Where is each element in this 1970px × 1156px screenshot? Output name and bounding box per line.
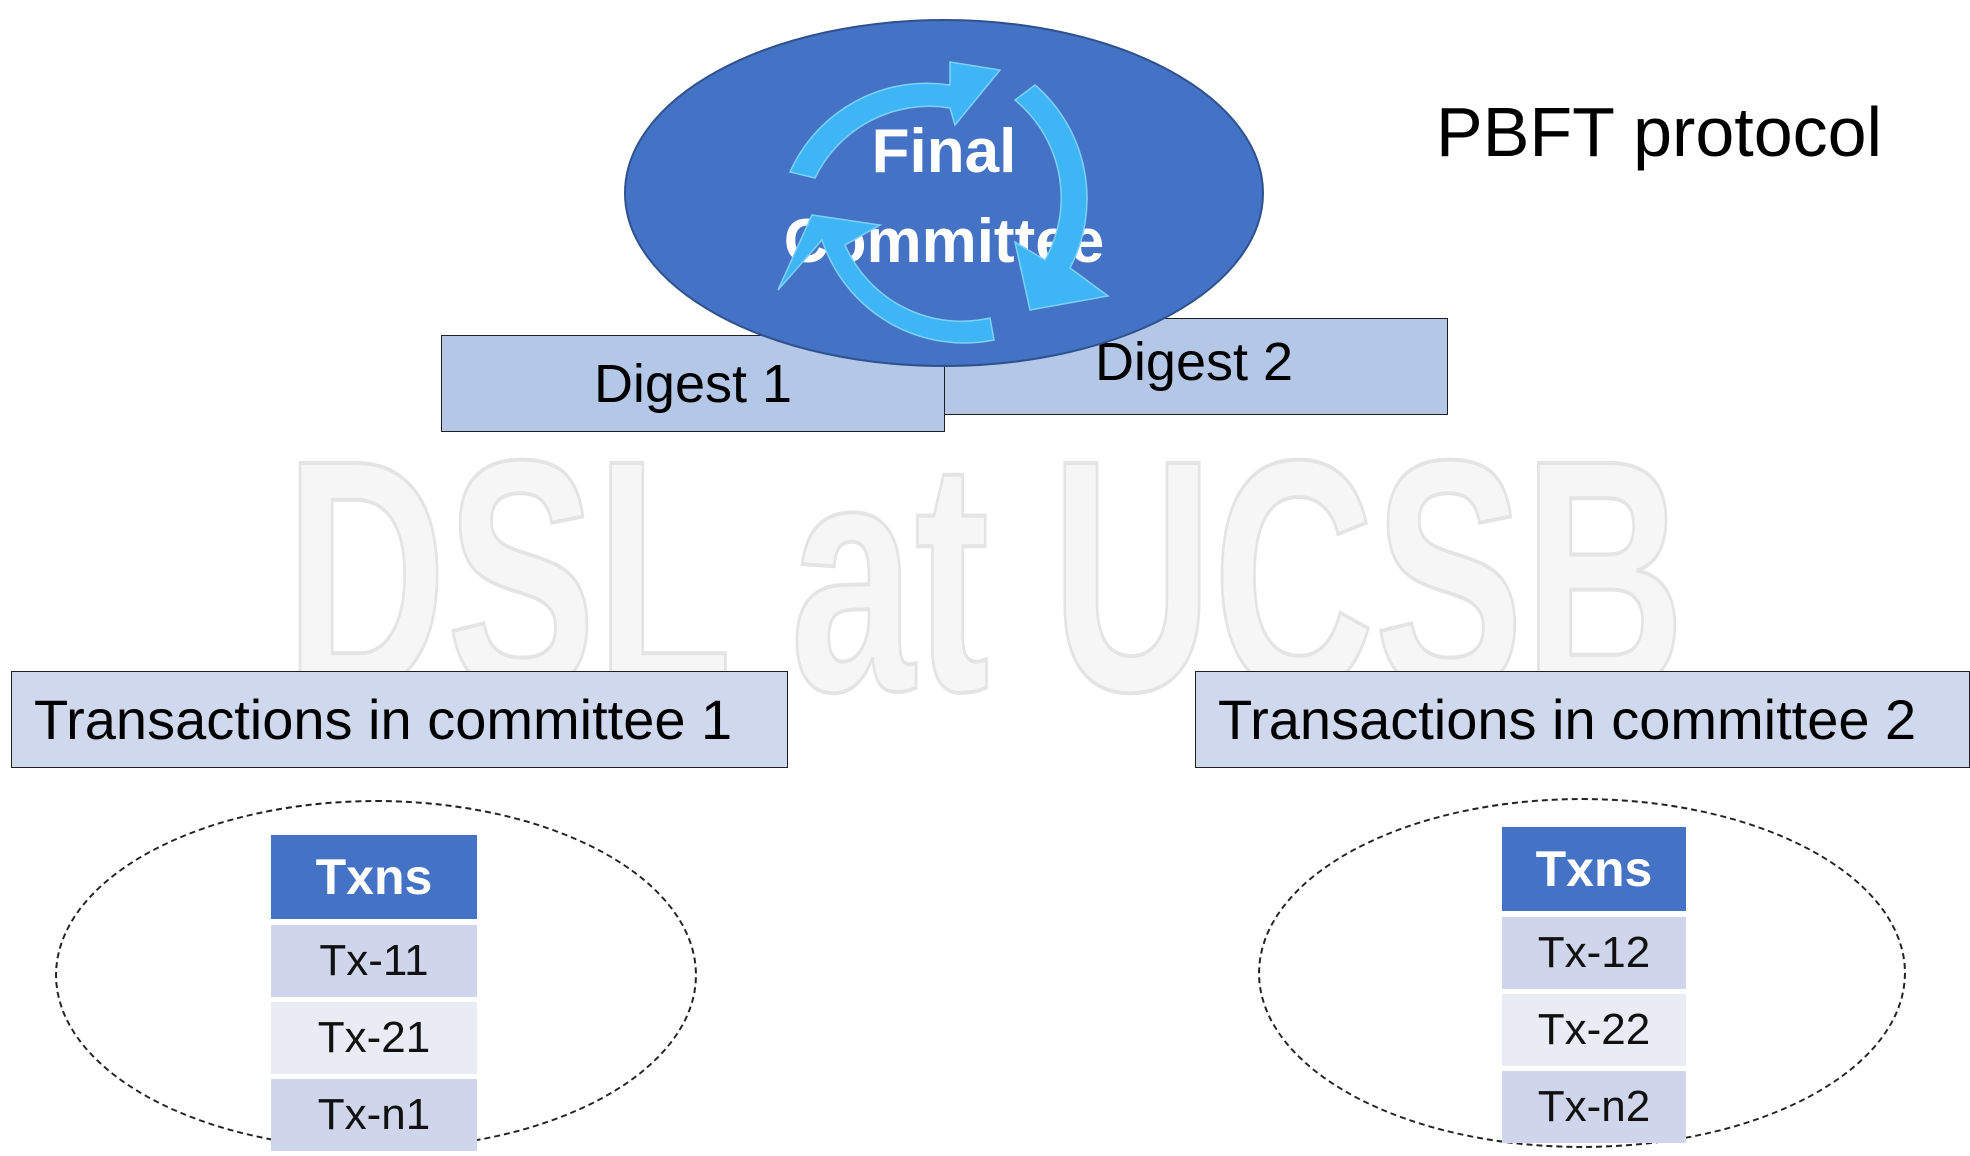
committee-1-table: Txns Tx-11 Tx-21 Tx-n1 xyxy=(271,835,477,1156)
committee-1-heading-box: Transactions in committee 1 xyxy=(11,671,788,768)
committee-2-heading: Transactions in committee 2 xyxy=(1218,688,1917,751)
table-row: Tx-22 xyxy=(1502,994,1686,1066)
table-row: Tx-12 xyxy=(1502,917,1686,989)
table-header: Txns xyxy=(1502,827,1686,911)
final-committee-ellipse xyxy=(624,19,1264,367)
table-row: Tx-11 xyxy=(271,925,477,997)
digest-1-label: Digest 1 xyxy=(593,353,793,414)
digest-1-box: Digest 1 xyxy=(441,335,945,432)
table-row: Tx-21 xyxy=(271,1002,477,1074)
committee-2-heading-box: Transactions in committee 2 xyxy=(1195,671,1970,768)
table-header: Txns xyxy=(271,835,477,919)
committee-1-heading: Transactions in committee 1 xyxy=(34,688,733,751)
cycle-arrows-icon xyxy=(777,61,1110,344)
final-committee-line1: Final xyxy=(872,117,1017,186)
protocol-label: PBFT protocol xyxy=(1436,93,1883,171)
digest-2-label: Digest 2 xyxy=(1094,331,1294,392)
table-row: Tx-n2 xyxy=(1502,1071,1686,1143)
committee-2-table: Txns Tx-12 Tx-22 Tx-n2 xyxy=(1502,827,1686,1148)
table-row: Tx-n1 xyxy=(271,1079,477,1151)
